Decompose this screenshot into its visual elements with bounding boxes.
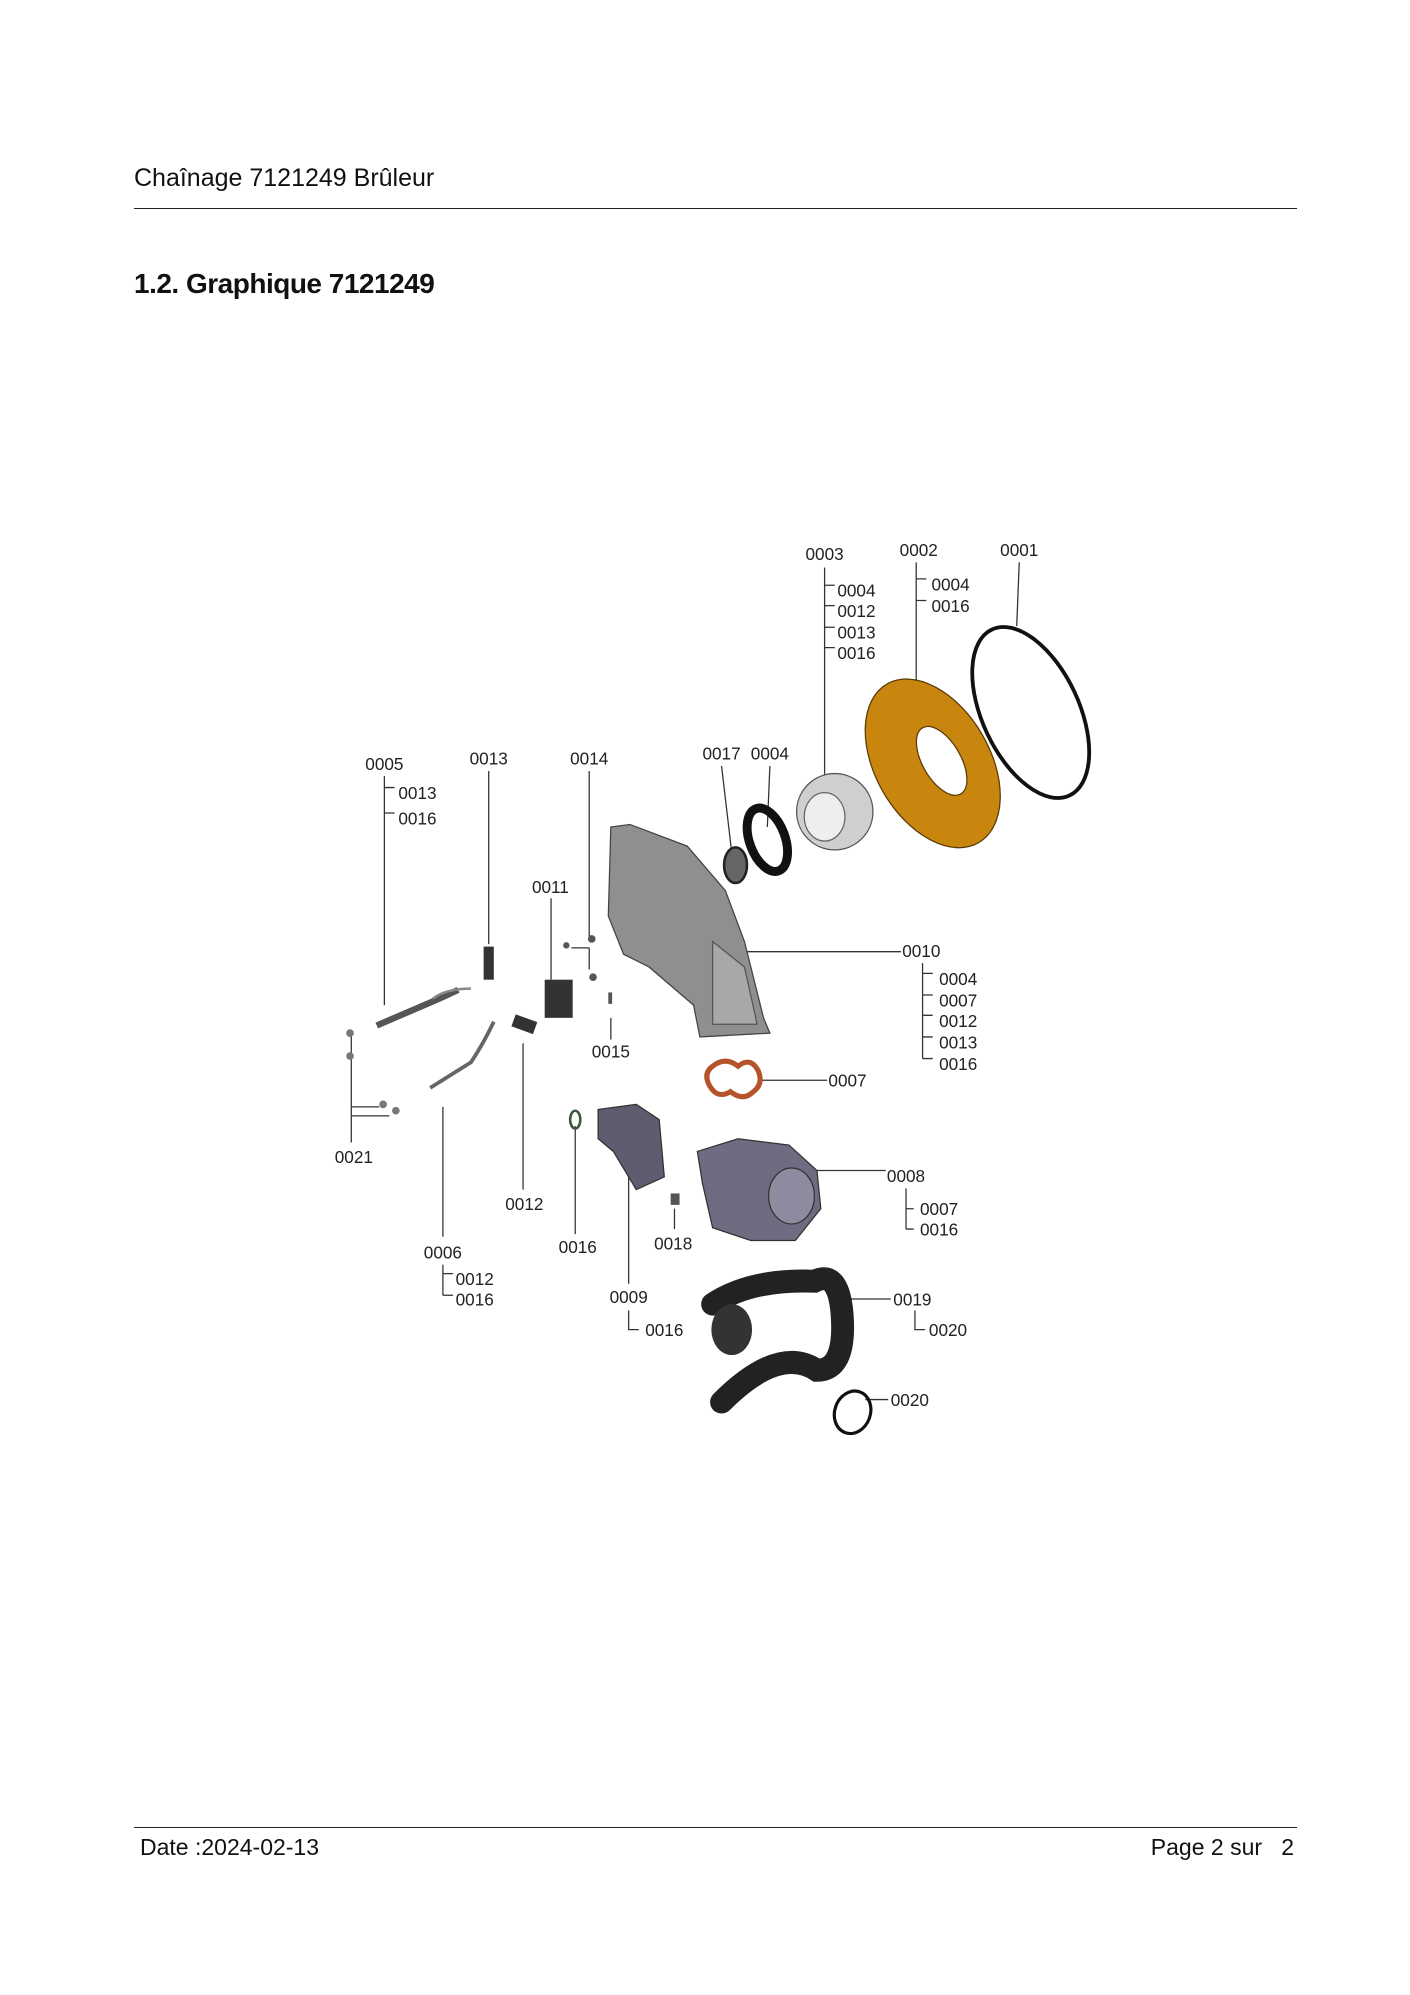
label: 0007 (939, 990, 977, 1010)
label: 0004 (837, 581, 876, 601)
label: 0012 (939, 1011, 977, 1031)
burner-insulation-ring-0002 (864, 678, 1001, 849)
label-0008: 0008 (887, 1166, 925, 1186)
label: 0020 (929, 1320, 967, 1340)
seal-ring-0001 (970, 625, 1092, 800)
label: 0016 (456, 1289, 494, 1309)
label: 0016 (939, 1054, 977, 1074)
o-ring-0020 (832, 1389, 873, 1436)
label-0001: 0001 (1000, 540, 1038, 560)
footer-divider (134, 1827, 1297, 1828)
label-0013: 0013 (470, 749, 508, 769)
label-0011: 0011 (532, 877, 569, 897)
label-0012: 0012 (505, 1194, 543, 1214)
gasket-0012 (511, 1014, 538, 1035)
washer-0017 (722, 846, 749, 885)
gas-valve-0009 (597, 1103, 665, 1191)
fan-housing-0010 (607, 823, 771, 1038)
air-intake-hose-0019 (701, 1267, 855, 1414)
gasket-0007 (704, 1058, 763, 1100)
label: 0012 (456, 1269, 494, 1289)
label-0020: 0020 (891, 1390, 929, 1410)
document-header-title: Chaînage 7121249 Brûleur (134, 164, 435, 192)
ionisation-electrode-0006 (429, 1020, 496, 1090)
ignition-electrode-0005 (375, 986, 471, 1029)
burner-head-0003 (795, 772, 874, 851)
label: 0007 (920, 1199, 958, 1219)
label: 0004 (931, 574, 970, 594)
section-heading: 1.2. Graphique 7121249 (134, 268, 435, 299)
label-0021: 0021 (335, 1147, 373, 1167)
o-ring-0016 (568, 1109, 582, 1130)
label: 0016 (398, 808, 436, 828)
label-0007: 0007 (828, 1071, 866, 1091)
label: 0013 (398, 783, 436, 803)
label: 0016 (645, 1320, 683, 1340)
label-0002: 0002 (900, 540, 938, 560)
label-0003: 0003 (806, 544, 844, 564)
label: 0012 (837, 601, 875, 621)
label-0016: 0016 (559, 1237, 597, 1257)
header-divider (134, 208, 1297, 209)
label: 0016 (837, 643, 875, 663)
label-0015: 0015 (592, 1041, 630, 1061)
label-0006: 0006 (424, 1242, 462, 1262)
label-0009: 0009 (610, 1287, 648, 1307)
label-0005: 0005 (365, 754, 403, 774)
footer-page-number: Page 2 sur 2 (1150, 1834, 1294, 1860)
label-0018: 0018 (654, 1233, 692, 1253)
gasket-0013 (483, 946, 494, 980)
footer-date: Date :2024-02-13 (140, 1834, 320, 1860)
label-0010: 0010 (902, 941, 940, 961)
label: 0016 (931, 596, 969, 616)
label: 0016 (920, 1219, 958, 1239)
fan-0008 (696, 1138, 822, 1242)
label-0017: 0017 (702, 744, 740, 764)
part-0018 (670, 1193, 680, 1205)
screws-0014-0015 (563, 935, 613, 1004)
gasket-0004 (742, 803, 793, 876)
screws-0021 (346, 1029, 400, 1115)
label-0019: 0019 (893, 1289, 931, 1309)
label: 0013 (837, 623, 875, 643)
part-number-labels: 0003 0004 0012 0013 0016 0002 0004 0016 … (335, 540, 1039, 1410)
label: 0013 (939, 1032, 977, 1052)
label-0004: 0004 (751, 744, 790, 764)
label-0014: 0014 (570, 749, 609, 769)
ignition-transformer-0011 (544, 979, 573, 1018)
label: 0004 (939, 969, 978, 989)
